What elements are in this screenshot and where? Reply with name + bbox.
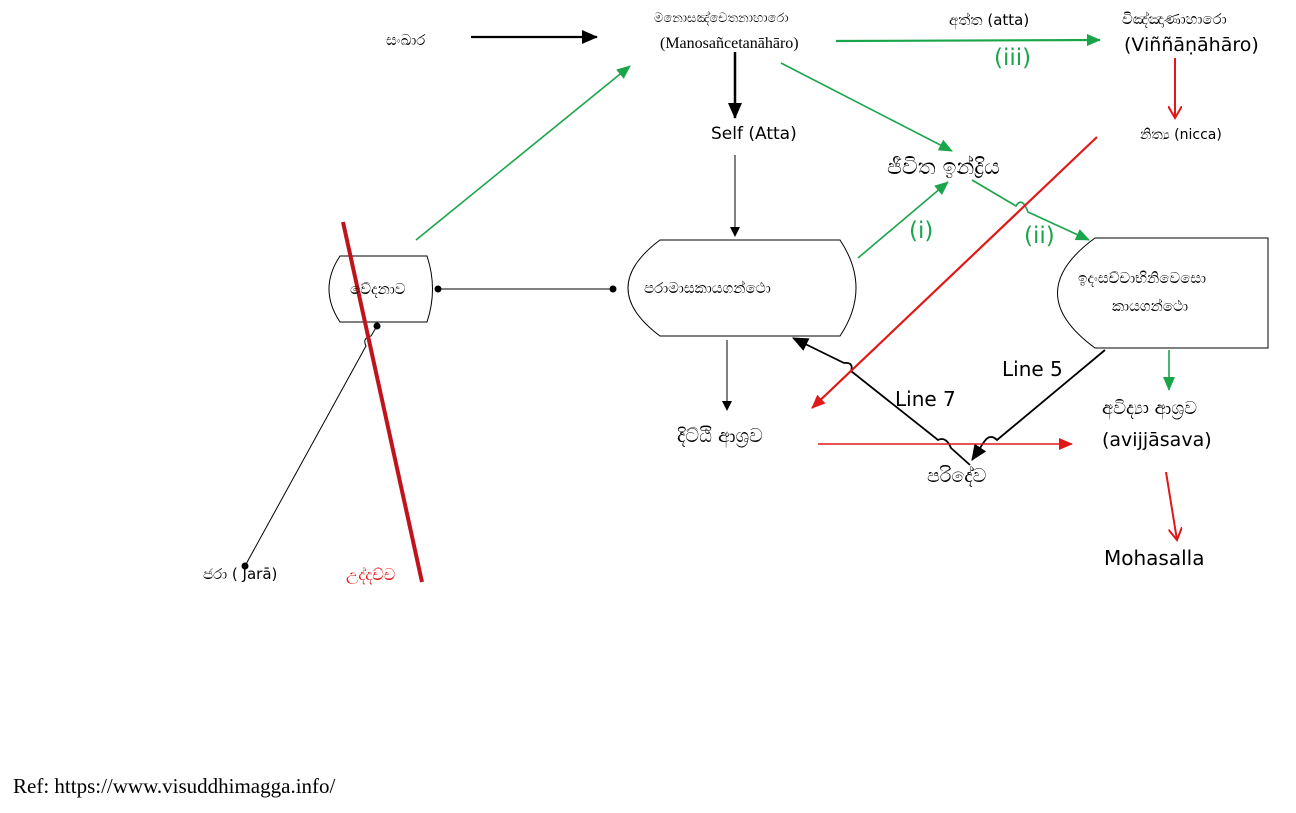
label-uddacca: උද්දච්ච bbox=[346, 565, 396, 584]
label-sankhara: සංඛාර bbox=[386, 31, 426, 49]
arrow-paramasa-to-jivita bbox=[857, 181, 949, 259]
label-mohasalla: Mohasalla bbox=[1104, 546, 1205, 570]
uddacca-strike-line bbox=[341, 221, 424, 583]
label-idamsacca-line2: කායගන්ථො bbox=[1112, 297, 1189, 315]
label-idamsacca-line1: ඉදංසච්චාභිනිවෙසො bbox=[1078, 269, 1207, 287]
label-line7: Line 7 bbox=[895, 387, 956, 411]
dot-vedana-right bbox=[434, 285, 442, 293]
dot-vedana-bottom bbox=[373, 322, 381, 330]
arrow-vedana-to-manosancetana bbox=[415, 65, 631, 241]
label-nicca: නිත්‍ය (nicca) bbox=[1140, 127, 1222, 143]
label-jivita-indriya: ජීවිත ඉන්ද්‍රිය bbox=[887, 155, 1000, 180]
line5-arrow bbox=[971, 349, 1106, 461]
label-ditthi-asava: දිට්ඨි ආශ්‍රව bbox=[677, 425, 763, 447]
label-self-atta: Self (Atta) bbox=[711, 124, 797, 144]
label-manosancetana-pali: (Manosañcetanāhāro) bbox=[660, 35, 799, 52]
dot-paramasa-left bbox=[609, 285, 617, 293]
reference-text: Ref: https://www.visuddhimagga.info/ bbox=[13, 774, 336, 798]
connector-vedana-jara bbox=[244, 325, 378, 567]
label-jara: ජරා ( Jarā) bbox=[203, 565, 278, 583]
paramasa-shape bbox=[627, 239, 857, 337]
arrow-nicca-to-ditthi bbox=[811, 136, 1098, 409]
dot-jara bbox=[241, 562, 249, 570]
label-avijja-pali: (avijjāsava) bbox=[1102, 429, 1212, 451]
arrow-avijja-to-mohasalla bbox=[1165, 471, 1177, 540]
label-avijja-sinhala: අවිද්‍යා ආශ්‍රව bbox=[1102, 398, 1198, 419]
label-iii: (iii) bbox=[994, 45, 1032, 71]
label-ii: (ii) bbox=[1024, 223, 1055, 249]
arrow-jivita-to-idamsacca bbox=[971, 179, 1090, 241]
arrow-manosancetana-to-vinnana bbox=[835, 34, 1101, 47]
label-manosancetana-sinhala: මනොසඤ්චෙතනාහාරො bbox=[654, 11, 789, 26]
label-vinnana-sinhala: විඤ්ඤාණාහාරො bbox=[1122, 10, 1227, 28]
label-vedana: වේදනාව bbox=[350, 280, 406, 298]
idamsacca-shape bbox=[1057, 237, 1269, 349]
label-line5: Line 5 bbox=[1002, 357, 1063, 381]
label-i: (i) bbox=[909, 218, 934, 244]
label-paramasa: පරාමාසකායගන්ථො bbox=[644, 279, 771, 297]
label-atta-top: අත්ත (atta) bbox=[949, 11, 1030, 29]
label-vinnana-pali: (Viññāṇāhāro) bbox=[1124, 34, 1259, 56]
arrow-manosancetana-to-jivita bbox=[780, 62, 953, 152]
label-parideva: පරිදේව bbox=[927, 465, 987, 487]
